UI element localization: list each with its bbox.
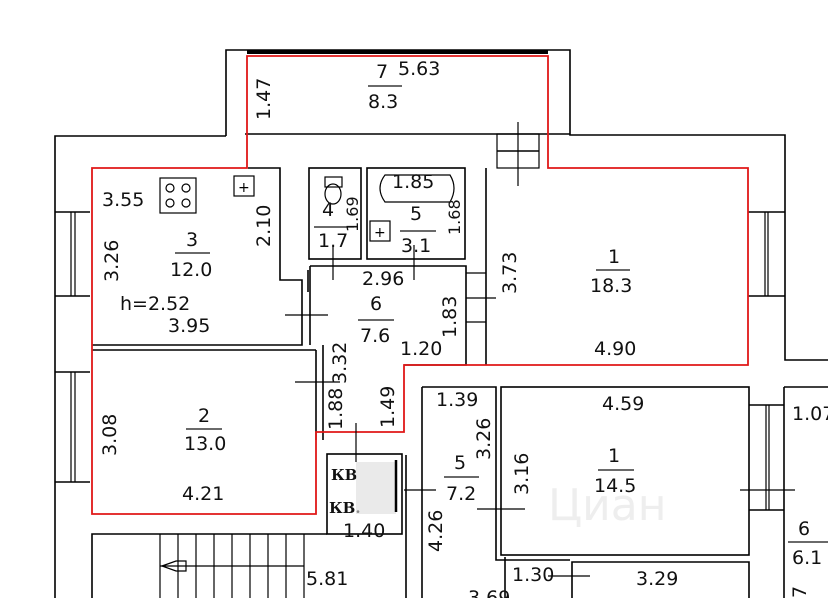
svg-text:3.1: 3.1 <box>401 235 431 257</box>
svg-text:8.3: 8.3 <box>368 91 398 113</box>
svg-text:2.96: 2.96 <box>362 268 404 290</box>
lobby-label: КВ КВ. 1.40 <box>329 460 398 542</box>
svg-text:12.0: 12.0 <box>170 259 212 281</box>
svg-text:3: 3 <box>186 229 198 251</box>
svg-text:1.7: 1.7 <box>318 230 348 252</box>
svg-text:4.21: 4.21 <box>182 483 224 505</box>
door-marks <box>285 245 795 577</box>
room-3-label: 3 12.0 3.55 3.26 2.10 3.95 h=2.52 <box>101 189 275 337</box>
svg-text:1.85: 1.85 <box>392 171 434 193</box>
svg-text:1.20: 1.20 <box>400 338 442 360</box>
svg-text:1: 1 <box>608 246 620 268</box>
stair-arrow-icon <box>160 560 187 572</box>
svg-text:+: + <box>374 225 386 241</box>
vent-icon-bath: + <box>369 220 391 242</box>
svg-text:5: 5 <box>454 452 466 474</box>
svg-text:2: 2 <box>198 405 210 427</box>
svg-text:3.32: 3.32 <box>329 342 351 384</box>
staircase <box>91 533 327 598</box>
toilet-icon <box>324 176 343 205</box>
vent-icon-kitchen: + <box>233 175 255 197</box>
window-left-room2 <box>70 372 76 482</box>
balcony-door <box>496 122 540 186</box>
neighbor-room-1-label: 1 14.5 4.59 3.16 <box>511 393 644 497</box>
stove-icon <box>159 177 197 214</box>
svg-text:h=2.52: h=2.52 <box>120 293 190 315</box>
blurred-label <box>356 462 396 514</box>
svg-text:1.39: 1.39 <box>436 389 478 411</box>
svg-text:4.26: 4.26 <box>425 510 447 552</box>
svg-text:5.63: 5.63 <box>398 58 440 80</box>
svg-text:2.10: 2.10 <box>253 205 275 247</box>
svg-text:6.1: 6.1 <box>792 547 822 569</box>
svg-text:КВ: КВ <box>331 466 357 484</box>
dim-label-3-69: 3.69 <box>468 587 510 598</box>
room-1-main-label: 1 18.3 3.73 4.90 <box>499 246 636 360</box>
room-5-bath-label: 5 3.1 1.85 1.68 <box>392 171 464 257</box>
svg-text:1.69: 1.69 <box>343 196 362 232</box>
stove-burners <box>165 183 191 208</box>
svg-text:3.95: 3.95 <box>168 315 210 337</box>
interior-walls <box>92 167 828 598</box>
svg-text:13.0: 13.0 <box>184 433 226 455</box>
dim-label-3-29: 3.29 <box>636 568 678 590</box>
svg-text:1: 1 <box>608 445 620 467</box>
window-right-room1 <box>748 211 785 297</box>
svg-text:1.07: 1.07 <box>792 403 828 425</box>
svg-text:1.68: 1.68 <box>445 199 464 235</box>
svg-text:5: 5 <box>410 203 422 225</box>
svg-text:3.08: 3.08 <box>99 414 121 456</box>
svg-text:4.59: 4.59 <box>602 393 644 415</box>
svg-text:6: 6 <box>370 293 382 315</box>
room-7-label: 7 8.3 5.63 1.47 <box>253 58 440 120</box>
svg-text:3.55: 3.55 <box>102 189 144 211</box>
svg-text:7: 7 <box>376 61 388 83</box>
svg-text:7.6: 7.6 <box>360 325 390 347</box>
bathtub-icon <box>379 174 455 203</box>
room-4-label: 4 1.7 1.69 <box>314 196 362 252</box>
svg-text:3.73: 3.73 <box>499 252 521 294</box>
svg-text:1.40: 1.40 <box>343 520 385 542</box>
svg-text:14.5: 14.5 <box>594 475 636 497</box>
svg-text:+: + <box>238 180 250 196</box>
svg-text:КВ.: КВ. <box>329 499 361 517</box>
svg-text:1.88: 1.88 <box>325 388 347 430</box>
svg-text:3.26: 3.26 <box>101 240 123 282</box>
room-6-label: 6 7.6 2.96 1.83 1.20 3.32 1.49 <box>329 268 461 428</box>
svg-text:4: 4 <box>322 199 334 221</box>
stair-dim-label: 5.81 <box>306 568 348 590</box>
apartment-outline <box>91 55 749 515</box>
svg-text:3.16: 3.16 <box>511 453 533 495</box>
neighbor-room-5-label: 5 7.2 1.39 3.26 4.26 <box>425 389 495 552</box>
svg-text:1.47: 1.47 <box>253 78 275 120</box>
neighbor-room-6-label: 6 6.1 1.07 7 <box>788 403 828 598</box>
svg-text:1.83: 1.83 <box>439 296 461 338</box>
svg-text:4.90: 4.90 <box>594 338 636 360</box>
dim-label-1-30: 1.30 <box>512 564 554 586</box>
svg-text:18.3: 18.3 <box>590 275 632 297</box>
room-2-label: 2 13.0 3.08 4.21 1.88 <box>99 388 347 505</box>
svg-text:7: 7 <box>789 586 811 598</box>
window-left-kitchen <box>70 212 76 296</box>
svg-text:7.2: 7.2 <box>446 483 476 505</box>
svg-text:3.26: 3.26 <box>473 418 495 460</box>
watermark: Циан <box>548 480 667 531</box>
svg-text:6: 6 <box>798 518 810 540</box>
svg-text:1.49: 1.49 <box>377 386 399 428</box>
